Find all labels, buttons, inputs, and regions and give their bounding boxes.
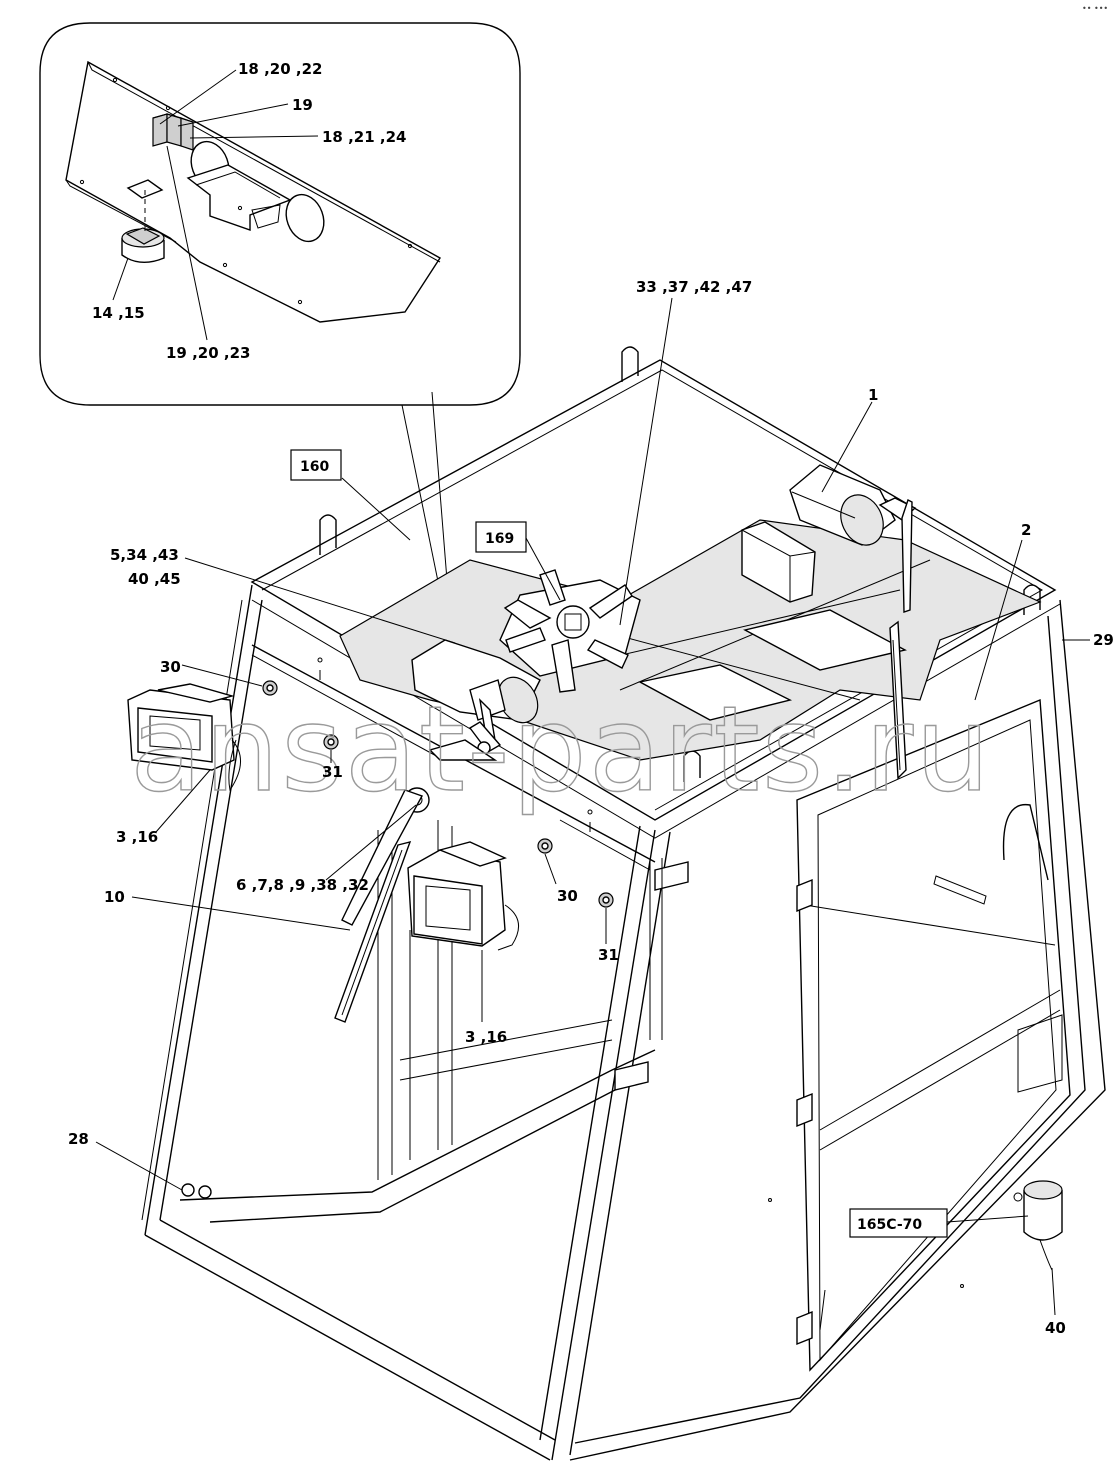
leader-14-15 [112, 257, 129, 301]
lifting-eye-left [319, 514, 337, 555]
label-19: 19 [292, 96, 313, 114]
leader-19 [177, 103, 289, 127]
front-wiper-motor [411, 639, 541, 743]
boxed-label-160: 160 [290, 449, 342, 481]
label-40: 40 [1045, 1319, 1066, 1337]
label-6-7-8-9-38-32: 6 ,7,8 ,9 ,38 ,32 [236, 876, 369, 894]
label-30-mid: 30 [557, 887, 578, 905]
control-knob [121, 190, 165, 263]
roof-outline [250, 359, 1057, 821]
door-frame [796, 698, 1071, 1372]
boxed-label-165c-70: 165C-70 [849, 1208, 948, 1238]
leader-165c70 [946, 1215, 1029, 1223]
nut-30-left [262, 680, 278, 696]
dashboard-panel [65, 60, 441, 323]
label-10: 10 [104, 888, 125, 906]
boxed-label-160-text: 160 [300, 459, 329, 475]
leader-19-20-23 [166, 145, 208, 341]
door-cylinder [1023, 1180, 1063, 1271]
switch-block [152, 113, 194, 151]
boxed-label-165c-70-text: 165C-70 [857, 1217, 922, 1233]
leader-3-16-left [155, 769, 211, 833]
watermark: ansat-parts.ru [130, 680, 992, 818]
boxed-label-169-text: 169 [485, 531, 514, 547]
label-14-15: 14 ,15 [92, 304, 145, 322]
detail-callout: 18 ,20 ,22 19 18 ,21 ,24 14 ,15 19 ,20 ,… [39, 22, 521, 651]
front-wiper [334, 789, 424, 1023]
cab-fan [499, 569, 641, 693]
rear-wiper-motor [789, 464, 917, 546]
leader-40 [1051, 1267, 1056, 1316]
label-3-16-left: 3 ,16 [116, 828, 158, 846]
leader-18-20-22 [159, 69, 237, 125]
label-2: 2 [1021, 521, 1031, 539]
label-31-mid: 31 [598, 946, 619, 964]
label-31-left: 31 [322, 763, 343, 781]
nut-30-mid [537, 838, 553, 854]
corner-mark: •• ••• [1082, 4, 1108, 13]
left-front-pillar [144, 584, 253, 1236]
label-33-37-42-47: 33 ,37 ,42 ,47 [636, 278, 752, 296]
label-3-16-mid: 3 ,16 [465, 1028, 507, 1046]
storage-box [741, 521, 816, 603]
right-side-frame [569, 599, 1106, 1461]
leader-160 [341, 477, 411, 541]
lifting-eye-right [1023, 584, 1041, 615]
leader-30-mid [544, 853, 557, 885]
leader-6-7-8 [325, 804, 417, 881]
leader-169 [525, 537, 561, 601]
pillar-bracket-bottom [614, 1061, 649, 1091]
leader-2 [974, 539, 1023, 701]
label-18-20-22: 18 ,20 ,22 [238, 60, 322, 78]
label-30-left: 30 [160, 658, 181, 676]
door-hinge-bottom [796, 1310, 813, 1346]
work-lamp-left [127, 683, 241, 792]
front-left-edge [144, 1234, 551, 1461]
pillar-bracket-top [654, 861, 689, 891]
label-19-20-23: 19 ,20 ,23 [166, 344, 250, 362]
detail-bubble-outline [39, 22, 521, 406]
lifting-eye-rear [621, 346, 639, 382]
front-center-pillar [551, 829, 656, 1461]
door-handrail [1002, 803, 1049, 881]
fastener-28 [181, 1183, 212, 1199]
leader-18-21-24 [189, 135, 319, 139]
cab-frame [141, 346, 1106, 1461]
label-1: 1 [868, 386, 878, 404]
leader-28 [95, 1141, 183, 1191]
door-hinge-top [796, 878, 813, 913]
nut-31-mid [598, 892, 614, 908]
floor-member [179, 1049, 656, 1201]
boxed-label-169: 169 [475, 521, 527, 553]
leader-33-37-42-47 [619, 297, 673, 626]
nut-31-left [323, 734, 339, 750]
door-hinge-mid [796, 1092, 813, 1128]
label-29: 29 [1093, 631, 1114, 649]
leader-5-34-43 [184, 557, 456, 644]
label-5-34-43: 5,34 ,43 [110, 546, 179, 564]
work-lamp-middle [407, 841, 520, 951]
leader-1 [821, 401, 873, 493]
leader-30-left [181, 664, 263, 687]
leader-10 [131, 896, 351, 931]
label-40-45: 40 ,45 [128, 570, 181, 588]
rear-wiper [889, 499, 913, 780]
label-28: 28 [68, 1130, 89, 1148]
label-18-21-24: 18 ,21 ,24 [322, 128, 406, 146]
